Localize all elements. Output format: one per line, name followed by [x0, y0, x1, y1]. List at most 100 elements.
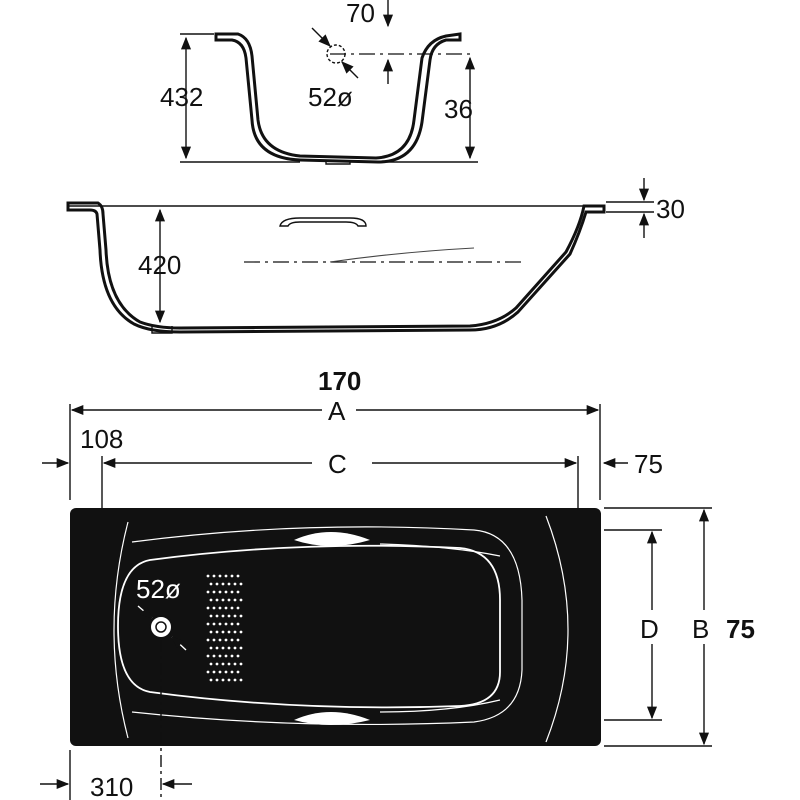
- antislip-dot: [239, 646, 243, 650]
- plan-view-overall-length: 170: [318, 366, 361, 396]
- antislip-dot: [212, 574, 216, 578]
- antislip-dot: [206, 574, 210, 578]
- antislip-dot: [209, 646, 213, 650]
- side-view-handle-icon: [279, 217, 367, 227]
- antislip-dot: [221, 662, 225, 666]
- antislip-dot: [230, 670, 234, 674]
- end-view-dim-top: 70: [346, 0, 375, 28]
- antislip-dot: [218, 574, 222, 578]
- plan-view-dim-a: A: [328, 396, 346, 426]
- end-view-dim-drain-height: 36: [444, 94, 473, 124]
- antislip-dot: [224, 622, 228, 626]
- plan-view-dim-drain-diameter: 52ø: [136, 574, 181, 604]
- antislip-dot: [236, 590, 240, 594]
- antislip-dot: [212, 638, 216, 642]
- antislip-dot: [215, 598, 219, 602]
- antislip-dot: [215, 614, 219, 618]
- plan-view-dim-right-offset: 75: [634, 449, 663, 479]
- plan-view-handle-top-icon: [294, 532, 370, 546]
- antislip-dot: [221, 630, 225, 634]
- side-view: 30 420: [66, 178, 685, 334]
- antislip-dot: [233, 662, 237, 666]
- antislip-dot: [212, 606, 216, 610]
- antislip-dot: [236, 574, 240, 578]
- antislip-dot: [227, 582, 231, 586]
- plan-view-dim-b: B: [692, 614, 709, 644]
- side-view-dim-rim: 30: [656, 194, 685, 224]
- plan-view-basin: [117, 544, 501, 709]
- end-view-tub-outline: [214, 32, 462, 164]
- antislip-dot: [206, 606, 210, 610]
- antislip-dot: [230, 590, 234, 594]
- end-view-dim-drain-diameter: 52ø: [308, 82, 353, 112]
- antislip-dot: [224, 590, 228, 594]
- antislip-dot: [236, 622, 240, 626]
- antislip-dot: [209, 582, 213, 586]
- plan-view-rim: [70, 508, 601, 746]
- antislip-dot: [206, 654, 210, 658]
- antislip-dot: [239, 598, 243, 602]
- antislip-dot: [215, 662, 219, 666]
- antislip-dot: [230, 606, 234, 610]
- antislip-dot: [233, 646, 237, 650]
- antislip-dot: [212, 590, 216, 594]
- antislip-dot: [218, 606, 222, 610]
- antislip-dot: [209, 614, 213, 618]
- antislip-dot: [236, 670, 240, 674]
- plan-view-dim-d: D: [640, 614, 659, 644]
- antislip-dot: [233, 678, 237, 682]
- antislip-dot: [215, 646, 219, 650]
- antislip-dot: [221, 646, 225, 650]
- antislip-dot: [224, 574, 228, 578]
- antislip-dot: [218, 654, 222, 658]
- antislip-dot: [215, 582, 219, 586]
- end-view: 70 432 52ø 36: [160, 0, 478, 165]
- antislip-dot: [221, 582, 225, 586]
- plan-view-dim-left-offset: 108: [80, 424, 123, 454]
- antislip-dot: [230, 622, 234, 626]
- antislip-dot: [236, 638, 240, 642]
- plan-view-dim-drain-offset: 310: [90, 772, 133, 800]
- antislip-dot: [212, 622, 216, 626]
- side-view-foot: [151, 326, 173, 334]
- plan-view-drain-icon: [149, 615, 173, 639]
- antislip-dot: [239, 678, 243, 682]
- antislip-dot: [221, 678, 225, 682]
- antislip-dot: [224, 654, 228, 658]
- antislip-dot: [233, 614, 237, 618]
- antislip-dot: [236, 654, 240, 658]
- antislip-dot: [221, 614, 225, 618]
- antislip-dot: [224, 638, 228, 642]
- antislip-dot: [230, 574, 234, 578]
- antislip-dot: [212, 670, 216, 674]
- plan-view-antislip-area: [206, 574, 243, 682]
- antislip-dot: [230, 654, 234, 658]
- antislip-dot: [239, 582, 243, 586]
- antislip-dot: [218, 638, 222, 642]
- end-view-bottom-foot: [325, 160, 351, 165]
- antislip-dot: [233, 582, 237, 586]
- antislip-dot: [206, 670, 210, 674]
- antislip-dot: [227, 662, 231, 666]
- antislip-dot: [227, 646, 231, 650]
- plan-view-handle-bottom-icon: [294, 712, 370, 725]
- antislip-dot: [227, 678, 231, 682]
- plan-view: 170 A 108 C 75 52ø: [40, 366, 755, 800]
- side-view-tub-outline: [66, 201, 606, 334]
- antislip-dot: [206, 622, 210, 626]
- antislip-dot: [209, 630, 213, 634]
- antislip-dot: [209, 662, 213, 666]
- antislip-dot: [215, 678, 219, 682]
- antislip-dot: [218, 670, 222, 674]
- end-view-dim-height: 432: [160, 82, 203, 112]
- antislip-dot: [215, 630, 219, 634]
- antislip-dot: [227, 598, 231, 602]
- antislip-dot: [239, 614, 243, 618]
- antislip-dot: [227, 614, 231, 618]
- antislip-dot: [224, 606, 228, 610]
- antislip-dot: [206, 590, 210, 594]
- plan-view-dim-c: C: [328, 449, 347, 479]
- antislip-dot: [236, 606, 240, 610]
- antislip-dot: [233, 630, 237, 634]
